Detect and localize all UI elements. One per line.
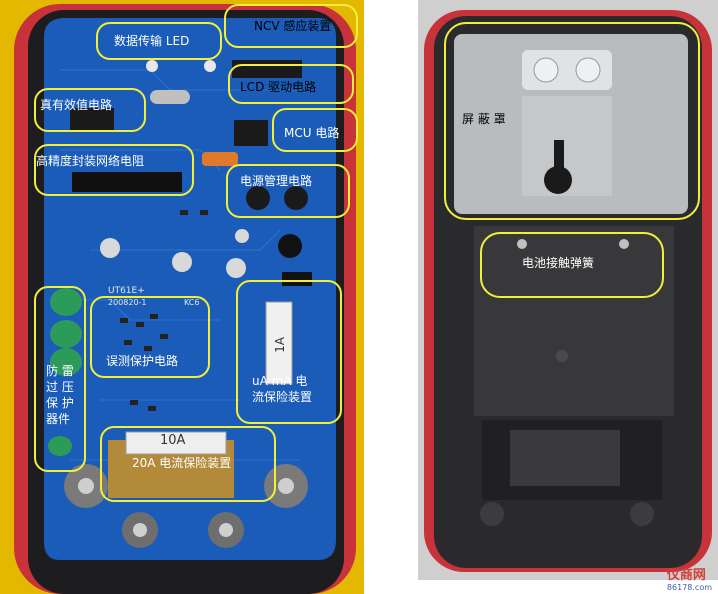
led-left [146,60,158,72]
screw [78,478,94,494]
stand-hook [554,140,564,170]
smd-components [120,210,208,411]
label-20a: 20A 电流保险装置 [132,456,232,470]
small-fuse [265,301,293,385]
power-cap-2 [284,186,308,210]
casing-illustration [424,10,712,572]
box-resistor-net [34,144,194,196]
box-ncv [224,4,358,48]
box-lcd-driver [228,64,354,104]
spring-left [517,239,527,249]
watermark: 仪商网 86178.com [667,564,712,592]
pcb-illustration [14,4,356,594]
pcb-photo: UT61E+ 200820-1 KC6 10A 1A 数据传输 LED NCV … [0,0,364,594]
box-shield [444,22,700,220]
pcb-date-print: 200820-1 [108,298,147,307]
box-ua-ma [236,280,342,424]
label-mcu: MCU 电路 [284,126,340,140]
mcu-chip [234,120,268,146]
led-right [204,60,216,72]
screw-post [630,502,654,526]
label-shield: 屏 蔽 罩 [462,112,506,126]
watermark-brand: 仪商网 [666,568,706,583]
pcb-code-print: KC6 [184,298,200,307]
label-ua-ma-1: uA mA 电 [252,374,308,388]
box-data-led [96,22,222,60]
label-overvoltage-2: 过 压 [46,380,74,394]
spring-right [619,239,629,249]
stand-knob [544,166,572,194]
label-power-mgmt: 电源管理电路 [240,174,313,188]
pcb-model-print: UT61E+ [108,286,145,296]
mov-3 [50,348,82,376]
lower-window [510,430,620,486]
box-misuse [90,296,210,378]
label-misuse: 误测保护电路 [106,354,179,368]
power-cap-1 [246,186,270,210]
mov-2 [50,320,82,348]
label-resistor-net: 高精度封装网络电阻 [36,154,145,168]
orange-capacitor [202,152,238,166]
battery-bay [474,226,674,416]
big-fuse [125,431,227,455]
blue-pcb [44,18,336,560]
big-fuse-print: 10A [160,433,186,448]
small-fuse-print: 1A [272,337,287,353]
screw-post [480,502,504,526]
label-ncv: NCV 感应装置 [254,19,332,33]
screw [133,523,147,537]
rms-chip [70,108,114,132]
label-overvoltage-3: 保 护 [46,396,74,410]
test-pad [100,238,120,258]
screw-post [556,350,568,362]
box-overvoltage [34,286,86,472]
box-true-rms [34,88,146,132]
test-pad [226,258,246,278]
resistor-network [72,172,182,192]
crystal [150,90,190,104]
box-power-mgmt [226,164,350,218]
label-battery-spring: 电池接触弹簧 [522,256,595,270]
relay [282,272,312,286]
buzzer [278,234,302,258]
screw [219,523,233,537]
label-ua-ma-2: 流保险装置 [252,390,313,404]
box-20a [100,426,276,502]
test-pad [172,252,192,272]
label-data-led: 数据传输 LED [114,34,190,48]
rear-casing-photo: 屏 蔽 罩 电池接触弹簧 [418,0,718,580]
window-lens-right [575,57,601,83]
window-lens-left [533,57,559,83]
screw [278,478,294,494]
mov-4 [48,436,72,456]
box-mcu [272,108,358,152]
box-battery-spring [480,232,664,298]
label-lcd-driver: LCD 驱动电路 [240,80,317,94]
label-overvoltage-1: 防 雷 [46,364,74,378]
watermark-url: 86178.com [666,583,712,592]
test-pad [235,229,249,243]
label-true-rms: 真有效值电路 [40,98,113,112]
label-overvoltage-4: 器件 [46,412,71,426]
